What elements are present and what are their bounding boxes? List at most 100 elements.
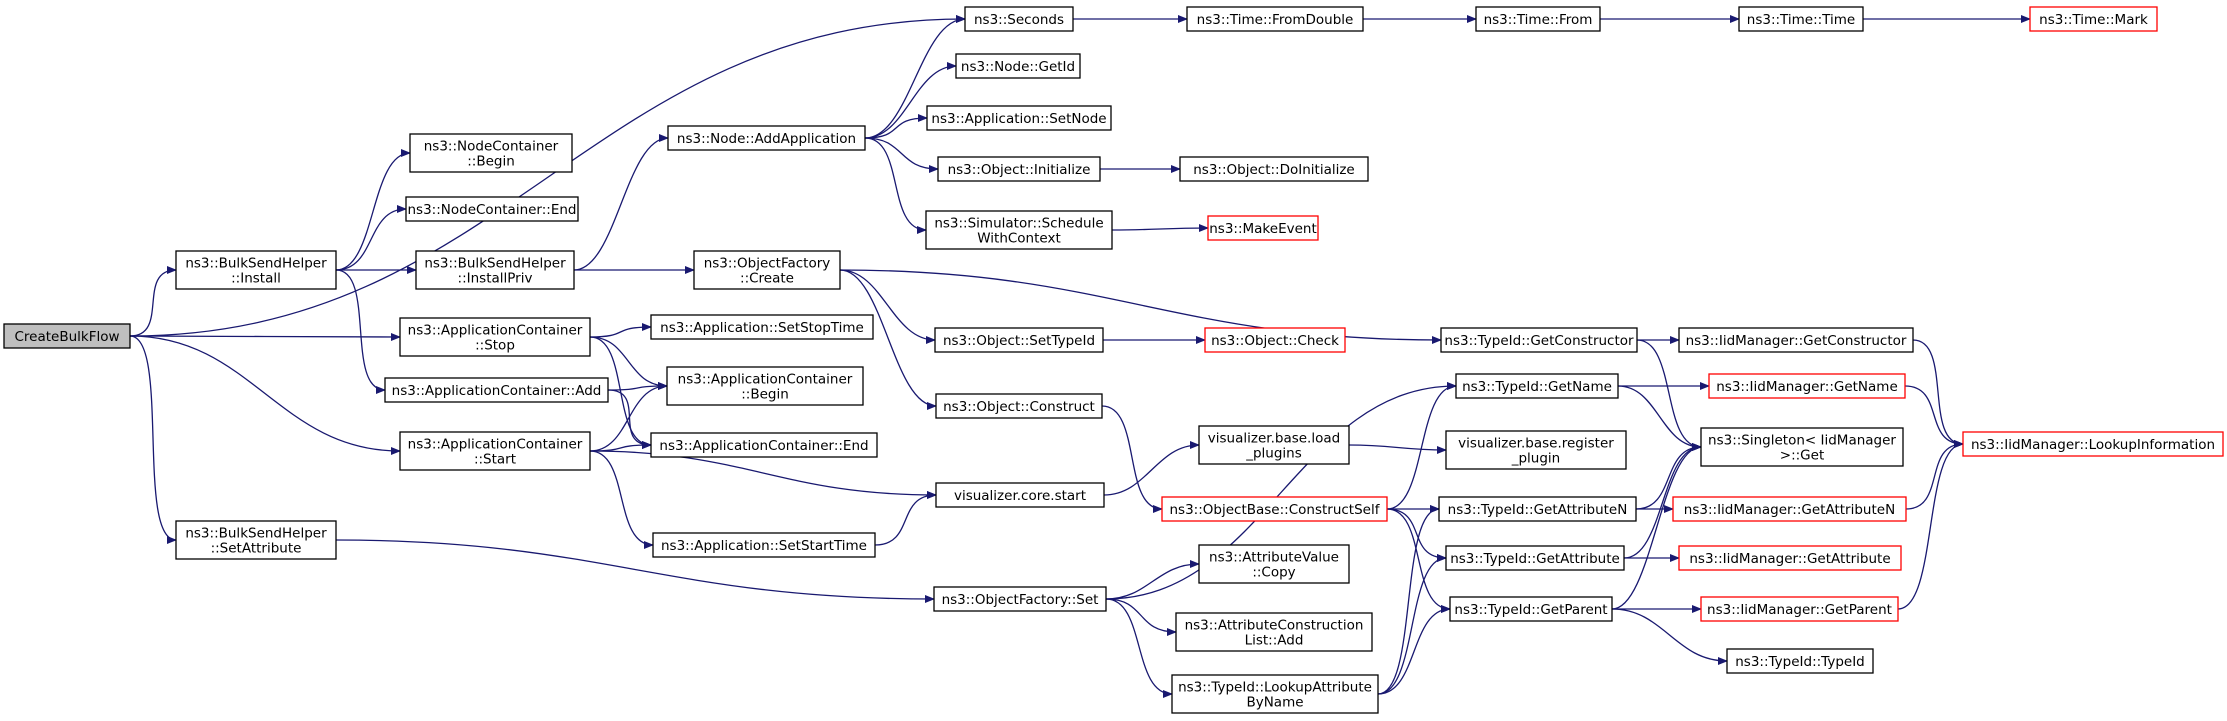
node-vbreg-label-1: _plugin <box>1511 451 1561 467</box>
node-makeevent[interactable]: ns3::MakeEvent <box>1207 215 1319 241</box>
node-acend[interactable]: ns3::ApplicationContainer::End <box>650 432 878 458</box>
node-vbreg[interactable]: visualizer.base.register_plugin <box>1445 430 1627 470</box>
node-iidgetattrn[interactable]: ns3::IidManager::GetAttributeN <box>1672 496 1907 522</box>
node-seconds[interactable]: ns3::Seconds <box>964 6 1074 32</box>
node-typeidtypeid[interactable]: ns3::TypeId::TypeId <box>1726 648 1874 674</box>
node-iidgetparent[interactable]: ns3::IidManager::GetParent <box>1700 596 1899 622</box>
node-getparent[interactable]: ns3::TypeId::GetParent <box>1449 596 1613 622</box>
node-iidgetattr[interactable]: ns3::IidManager::GetAttribute <box>1678 545 1902 571</box>
node-bshinstall[interactable]: ns3::BulkSendHelper::Install <box>175 250 337 290</box>
node-getid[interactable]: ns3::Node::GetId <box>955 53 1081 79</box>
node-doinit[interactable]: ns3::Object::DoInitialize <box>1179 156 1369 182</box>
node-doinit-box <box>1179 156 1369 182</box>
node-vbreg-label-0: visualizer.base.register <box>1458 436 1614 452</box>
edge-getattr-to-singleton <box>1623 443 1702 559</box>
edges-layer <box>129 15 2031 698</box>
node-getid-label-0: ns3::Node::GetId <box>961 59 1075 75</box>
edge-objconstruct-to-obconstructself <box>1101 405 1163 513</box>
edge-bshpriv-to-addapp <box>573 134 669 271</box>
edge-acstop-to-acend <box>589 336 652 449</box>
node-lookupinfo[interactable]: ns3::IidManager::LookupInformation <box>1962 431 2224 457</box>
edge-root-to-bshsetattr <box>129 335 177 544</box>
node-getid-box <box>955 53 1081 79</box>
node-vbload[interactable]: visualizer.base.load_plugins <box>1198 425 1350 465</box>
node-getctor-label-0: ns3::TypeId::GetConstructor <box>1444 333 1634 349</box>
node-vbload-label-0: visualizer.base.load <box>1208 431 1340 447</box>
edge-bshsetattr-to-ofset <box>335 539 935 603</box>
edge-getname-to-singleton <box>1617 385 1702 451</box>
edge-ofset-to-avcopy <box>1105 560 1200 600</box>
node-bshsetattr-label-0: ns3::BulkSendHelper <box>185 526 327 542</box>
node-fromdouble[interactable]: ns3::Time::FromDouble <box>1186 6 1364 32</box>
edge-root-to-bshinstall <box>129 266 177 337</box>
node-bshpriv-label-1: ::InstallPriv <box>458 271 533 287</box>
node-ncend[interactable]: ns3::NodeContainer::End <box>405 196 579 222</box>
node-fromdouble-box <box>1186 6 1364 32</box>
edge-acstop-to-acbegin <box>589 336 668 390</box>
node-obconstructself[interactable]: ns3::ObjectBase::ConstructSelf <box>1161 496 1388 522</box>
node-acstart[interactable]: ns3::ApplicationContainer::Start <box>399 431 591 471</box>
node-addapp-box <box>667 125 866 151</box>
node-acbegin[interactable]: ns3::ApplicationContainer::Begin <box>666 366 864 406</box>
node-timefrom[interactable]: ns3::Time::From <box>1475 6 1601 32</box>
node-iidgetparent-label-0: ns3::IidManager::GetParent <box>1707 602 1892 618</box>
node-setstarttime[interactable]: ns3::Application::SetStartTime <box>652 532 876 558</box>
node-schedctx-label-1: WithContext <box>977 231 1061 247</box>
edge-addapp-to-seconds <box>864 15 966 139</box>
node-objconstruct[interactable]: ns3::Object::Construct <box>935 393 1103 419</box>
node-getctor[interactable]: ns3::TypeId::GetConstructor <box>1440 327 1638 353</box>
node-avcopy[interactable]: ns3::AttributeValue::Copy <box>1198 544 1350 584</box>
node-vcstart-label-0: visualizer.core.start <box>954 488 1086 504</box>
node-fromdouble-label-0: ns3::Time::FromDouble <box>1197 12 1354 28</box>
edge-iidgetparent-to-lookupinfo <box>1897 440 1964 610</box>
node-acstart-label-0: ns3::ApplicationContainer <box>408 437 583 453</box>
node-ofcreate-box <box>693 250 841 290</box>
edge-setstarttime-to-vcstart <box>874 491 937 546</box>
node-lookupinfo-box <box>1962 431 2224 457</box>
node-acend-label-0: ns3::ApplicationContainer::End <box>659 438 868 454</box>
node-vcstart[interactable]: visualizer.core.start <box>935 482 1105 508</box>
node-settypeid[interactable]: ns3::Object::SetTypeId <box>934 327 1104 353</box>
node-bshsetattr-box <box>175 520 337 560</box>
node-getattrn[interactable]: ns3::TypeId::GetAttributeN <box>1438 496 1637 522</box>
node-typeidtypeid-box <box>1726 648 1874 674</box>
node-acbegin-label-1: ::Begin <box>741 387 789 403</box>
edge-bshinstall-to-ncbegin <box>335 149 411 271</box>
node-acstart-label-1: ::Start <box>474 452 516 468</box>
node-acstop[interactable]: ns3::ApplicationContainer::Stop <box>399 317 591 357</box>
node-singleton[interactable]: ns3::Singleton< IidManager>::Get <box>1700 427 1904 467</box>
node-ofcreate[interactable]: ns3::ObjectFactory::Create <box>693 250 841 290</box>
edge-ofset-to-aclistadd <box>1105 598 1177 636</box>
node-objcheck[interactable]: ns3::Object::Check <box>1204 327 1346 353</box>
node-timetime[interactable]: ns3::Time::Time <box>1738 6 1864 32</box>
node-bshpriv-box <box>415 250 575 290</box>
node-settypeid-box <box>934 327 1104 353</box>
node-getname[interactable]: ns3::TypeId::GetName <box>1455 373 1619 399</box>
node-iidgetctor[interactable]: ns3::IidManager::GetConstructor <box>1678 327 1914 353</box>
node-iidgetname-box <box>1708 373 1906 399</box>
node-getattr[interactable]: ns3::TypeId::GetAttribute <box>1445 545 1625 571</box>
node-makeevent-box <box>1207 215 1319 241</box>
node-ofset[interactable]: ns3::ObjectFactory::Set <box>933 586 1107 612</box>
node-iidgetname[interactable]: ns3::IidManager::GetName <box>1708 373 1906 399</box>
node-objinit[interactable]: ns3::Object::Initialize <box>937 156 1101 182</box>
node-ofcreate-label-1: ::Create <box>740 271 794 287</box>
node-timefrom-label-0: ns3::Time::From <box>1484 12 1593 28</box>
node-setstoptime[interactable]: ns3::Application::SetStopTime <box>650 314 874 340</box>
node-schedctx-label-0: ns3::Simulator::Schedule <box>934 216 1103 232</box>
node-getattrn-label-0: ns3::TypeId::GetAttributeN <box>1448 502 1628 518</box>
node-setstarttime-box <box>652 532 876 558</box>
node-addapp[interactable]: ns3::Node::AddApplication <box>667 125 866 151</box>
node-ofset-box <box>933 586 1107 612</box>
edge-acstart-to-vcstart <box>589 450 937 499</box>
node-acadd[interactable]: ns3::ApplicationContainer::Add <box>384 377 609 403</box>
node-bshsetattr[interactable]: ns3::BulkSendHelper::SetAttribute <box>175 520 337 560</box>
node-ncbegin[interactable]: ns3::NodeContainer::Begin <box>409 133 573 173</box>
node-makeevent-label-0: ns3::MakeEvent <box>1209 221 1317 237</box>
node-timemark[interactable]: ns3::Time::Mark <box>2029 6 2158 32</box>
node-setnode[interactable]: ns3::Application::SetNode <box>926 105 1112 131</box>
node-bshpriv[interactable]: ns3::BulkSendHelper::InstallPriv <box>415 250 575 290</box>
